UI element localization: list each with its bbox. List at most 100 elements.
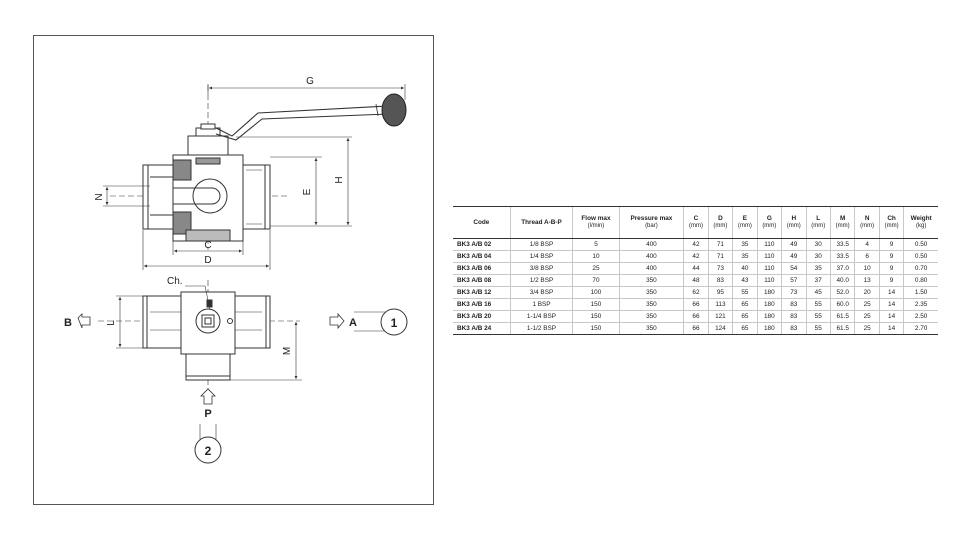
table-cell-code: BK3 A/B 06 (453, 262, 511, 275)
table-cell: 57 (781, 274, 806, 287)
dim-h-label: H (334, 176, 345, 183)
table-cell: 110 (756, 238, 782, 251)
table-cell-code: BK3 A/B 04 (453, 250, 511, 263)
table-cell: 55 (732, 286, 758, 299)
port-a-label: A (349, 317, 357, 329)
column-header: Flow max(l/min) (572, 206, 620, 239)
column-header-unit: (mm) (786, 222, 801, 229)
dim-d-label: D (204, 255, 211, 266)
table-cell: 71 (707, 250, 733, 263)
table-cell: 0.50 (903, 250, 938, 263)
column-header: Weight(kg) (903, 206, 938, 239)
column-header: N(mm) (854, 206, 880, 239)
table-cell: 100 (572, 286, 620, 299)
table-cell: 40 (732, 262, 758, 275)
column-header: G(mm) (756, 206, 782, 239)
table-cell: 35 (805, 262, 831, 275)
column-header-unit: (mm) (762, 222, 777, 229)
column-header: L(mm) (805, 206, 831, 239)
port-1-label: 1 (391, 316, 398, 330)
dim-c-label: C (204, 240, 211, 251)
column-header-unit: (mm) (860, 222, 875, 229)
table-cell: 83 (781, 322, 806, 335)
column-header: Code (453, 206, 511, 239)
table-cell: 9 (878, 250, 904, 263)
column-header-unit: (kg) (915, 222, 927, 229)
column-header-label: Code (473, 218, 490, 226)
table-cell: 44 (683, 262, 709, 275)
table-cell: 62 (683, 286, 709, 299)
table-cell: 25 (572, 262, 620, 275)
column-header-unit: (mm) (688, 222, 703, 229)
column-header-label: E (742, 215, 747, 223)
table-cell: 400 (618, 250, 684, 263)
table-cell: 3/4 BSP (509, 286, 573, 299)
table-cell: 14 (878, 322, 904, 335)
dim-l-label: L (106, 320, 117, 326)
table-cell: 9 (878, 238, 904, 251)
table-cell: 66 (683, 322, 709, 335)
table-cell: 1-1/4 BSP (509, 310, 573, 323)
table-cell: 33.5 (829, 250, 855, 263)
table-cell: 61.5 (829, 310, 855, 323)
dim-ch-label: Ch. (167, 276, 183, 287)
table-cell: 1/8 BSP (509, 238, 573, 251)
table-cell: 49 (781, 250, 806, 263)
table-cell: 65 (732, 298, 758, 311)
column-header-label: D (718, 215, 723, 223)
column-header-unit: (mm) (737, 222, 752, 229)
table-cell: 180 (756, 298, 782, 311)
dim-m-label: M (282, 347, 293, 355)
table-cell: 10 (854, 262, 880, 275)
column-header-label: Pressure max (630, 215, 673, 223)
table-cell: 2.50 (903, 310, 938, 323)
table-cell: 121 (707, 310, 733, 323)
table-cell: 61.5 (829, 322, 855, 335)
table-cell: 14 (878, 286, 904, 299)
table-cell: 2.35 (903, 298, 938, 311)
table-cell: 37.0 (829, 262, 855, 275)
table-cell: 95 (707, 286, 733, 299)
table-cell: 150 (572, 322, 620, 335)
column-header: D(mm) (707, 206, 733, 239)
column-header-unit: (mm) (811, 222, 826, 229)
table-cell: 350 (618, 274, 684, 287)
table-cell: 9 (878, 262, 904, 275)
table-cell: 350 (618, 310, 684, 323)
table-cell: 180 (756, 286, 782, 299)
table-cell: 1-1/2 BSP (509, 322, 573, 335)
table-cell: 66 (683, 310, 709, 323)
table-cell: 110 (756, 262, 782, 275)
column-header-unit: (bar) (645, 222, 658, 229)
table-cell: 55 (805, 298, 831, 311)
table-cell: 33.5 (829, 238, 855, 251)
table-cell: 83 (781, 310, 806, 323)
table-cell: 4 (854, 238, 880, 251)
column-header-label: G (766, 215, 772, 223)
dim-g-label: G (306, 76, 314, 87)
table-cell: 45 (805, 286, 831, 299)
table-cell: 60.0 (829, 298, 855, 311)
table-cell: 48 (683, 274, 709, 287)
dim-n-label: N (94, 193, 105, 200)
column-header-unit: (mm) (884, 222, 899, 229)
plan-view (77, 280, 408, 464)
table-cell: 37 (805, 274, 831, 287)
column-header-label: Weight (910, 215, 932, 223)
table-cell: 1 BSP (509, 298, 573, 311)
table-cell: 6 (854, 250, 880, 263)
table-cell: 150 (572, 298, 620, 311)
table-cell: 42 (683, 238, 709, 251)
column-header-unit: (mm) (835, 222, 850, 229)
table-cell: 20 (854, 286, 880, 299)
table-cell: 55 (805, 322, 831, 335)
table-cell: 3/8 BSP (509, 262, 573, 275)
table-cell: 35 (732, 250, 758, 263)
table-cell: 14 (878, 298, 904, 311)
side-view (103, 84, 407, 270)
